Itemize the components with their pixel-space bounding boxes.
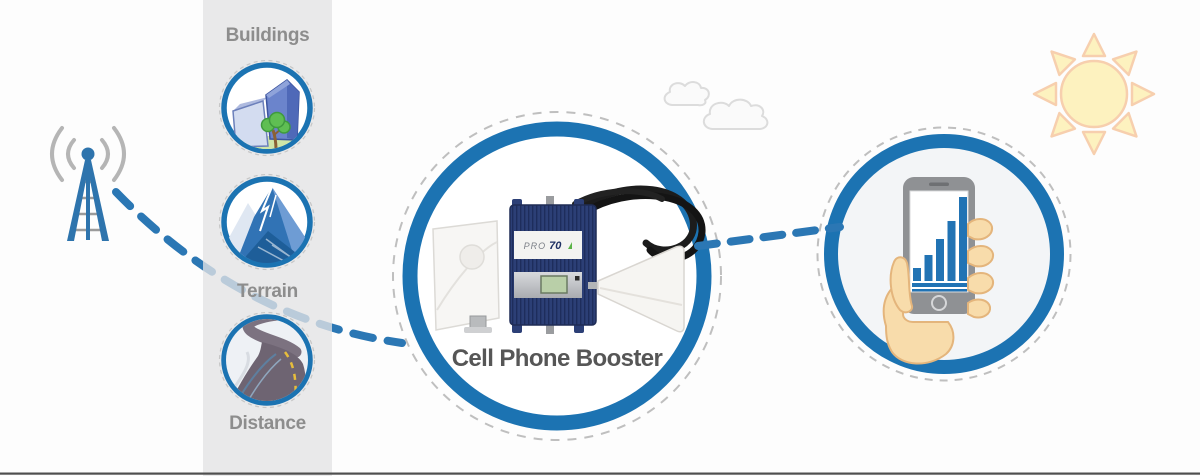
phone-circle <box>816 126 1072 382</box>
sun-icon <box>1032 32 1156 156</box>
signal-bars <box>912 197 967 292</box>
radio-waves-icon <box>50 126 126 182</box>
buildings-icon <box>218 59 316 157</box>
mountains-icon <box>218 173 316 271</box>
panel-antenna <box>432 220 500 333</box>
factor-label-buildings: Buildings <box>225 25 310 46</box>
cell-tower-icon <box>50 126 126 241</box>
factor-label-distance: Distance <box>229 413 306 434</box>
amplifier-unit <box>509 196 597 334</box>
green-logo-mark <box>568 242 573 249</box>
device-brand-text: PRO <box>523 240 547 251</box>
winding-road-icon <box>218 311 316 409</box>
hand-thumb <box>889 256 914 314</box>
clouds-icon <box>663 81 769 130</box>
booster-circle <box>392 111 722 441</box>
phone-signal-icon <box>882 177 995 365</box>
hand-fingers <box>967 218 995 319</box>
directional-antenna <box>588 245 685 333</box>
booster-caption: Cell Phone Booster <box>451 345 663 372</box>
smartphone <box>903 177 975 314</box>
signal-path-tower-to-booster <box>112 188 406 347</box>
phone-home-button <box>931 295 947 311</box>
booster-device-label: PRO 70 <box>514 233 582 258</box>
factor-label-terrain: Terrain <box>237 281 298 302</box>
phone-speaker <box>929 182 949 186</box>
signal-path-booster-to-phone <box>694 223 844 250</box>
device-model-text: 70 <box>549 239 562 252</box>
booster-kit-icon <box>432 185 706 334</box>
bottom-divider <box>0 472 1200 475</box>
